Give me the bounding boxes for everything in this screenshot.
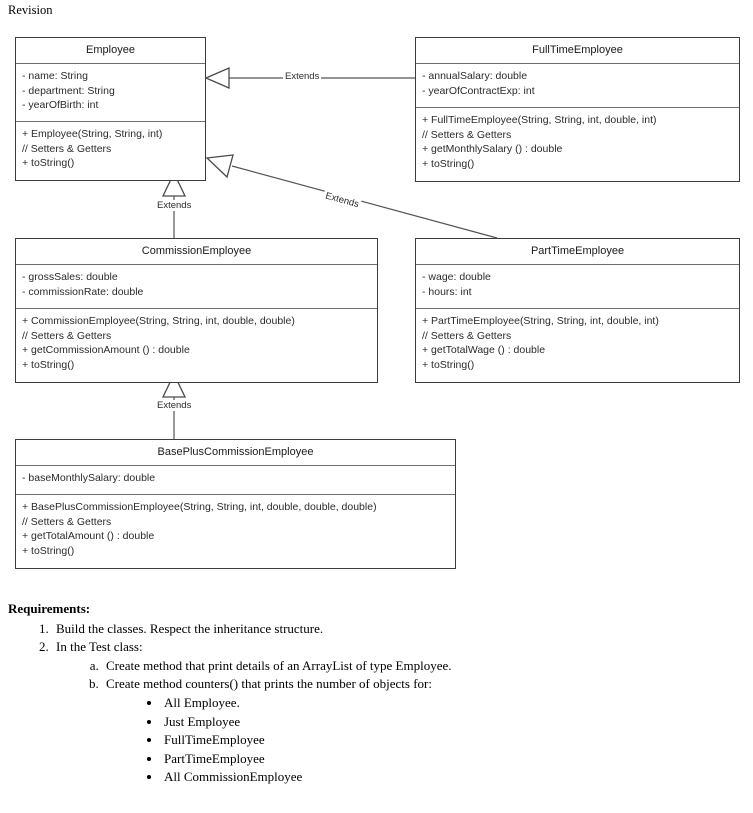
- bullet-text: All CommissionEmployee: [164, 769, 303, 785]
- requirements-sublist: Create method that print details of an A…: [56, 657, 748, 787]
- uml-operations-compartment: + FullTimeEmployee(String, String, int, …: [416, 108, 739, 181]
- requirement-text: Create method counters() that prints the…: [106, 676, 432, 692]
- uml-attribute: - grossSales: double: [22, 271, 118, 283]
- requirements-heading: Requirements:: [8, 601, 91, 616]
- uml-operation: + toString(): [22, 157, 75, 169]
- uml-attributes-compartment: - wage: double - hours: int: [416, 265, 739, 309]
- uml-attribute: - yearOfContractExp: int: [422, 84, 535, 97]
- uml-attribute: - commissionRate: double: [22, 285, 144, 298]
- uml-class-fulltimeemployee[interactable]: FullTimeEmployee - annualSalary: double …: [415, 37, 740, 182]
- uml-class-employee[interactable]: Employee - name: String - department: St…: [15, 37, 206, 181]
- uml-operation: + getTotalWage () : double: [422, 344, 546, 356]
- edge-label-extends-parttimeemployee: Extends: [322, 190, 363, 211]
- uml-operations-compartment: + PartTimeEmployee(String, String, int, …: [416, 309, 739, 382]
- uml-operations-compartment: + CommissionEmployee(String, String, int…: [16, 309, 377, 382]
- uml-operation: + FullTimeEmployee(String, String, int, …: [422, 114, 657, 126]
- uml-class-commissionemployee[interactable]: CommissionEmployee - grossSales: double …: [15, 238, 378, 383]
- requirement-text: In the Test class:: [56, 639, 143, 655]
- requirement-text: Create method that print details of an A…: [106, 657, 452, 673]
- uml-attributes-compartment: - name: String - department: String - ye…: [16, 64, 205, 122]
- requirement-text: Build the classes. Respect the inheritan…: [56, 620, 324, 636]
- list-item: All CommissionEmployee: [162, 768, 748, 787]
- requirement-item-2a: Create method that print details of an A…: [102, 657, 748, 676]
- uml-class-parttimeemployee[interactable]: PartTimeEmployee - wage: double - hours:…: [415, 238, 740, 383]
- uml-operations-compartment: + BasePlusCommissionEmployee(String, Str…: [16, 495, 455, 568]
- uml-attribute: - name: String: [22, 70, 88, 82]
- edge-label-extends-fulltimeemployee: Extends: [283, 71, 322, 82]
- uml-class-name: Employee: [16, 38, 205, 64]
- bullet-text: PartTimeEmployee: [164, 750, 265, 766]
- edge-label-extends-commissionemployee: Extends: [155, 200, 194, 211]
- requirements-list: Build the classes. Respect the inheritan…: [8, 620, 748, 787]
- list-item: Just Employee: [162, 713, 748, 732]
- uml-attribute: - baseMonthlySalary: double: [22, 472, 156, 484]
- uml-operation: + Employee(String, String, int): [22, 128, 163, 140]
- uml-class-name: CommissionEmployee: [16, 239, 377, 265]
- uml-class-basepluscommissionemployee[interactable]: BasePlusCommissionEmployee - baseMonthly…: [15, 439, 456, 569]
- uml-attribute: - department: String: [22, 84, 115, 97]
- requirements-section: Requirements: Build the classes. Respect…: [8, 600, 748, 787]
- list-item: FullTimeEmployee: [162, 731, 748, 750]
- uml-attribute: - hours: int: [422, 285, 472, 298]
- uml-operation: + PartTimeEmployee(String, String, int, …: [422, 315, 659, 327]
- uml-attribute: - annualSalary: double: [422, 70, 528, 82]
- uml-operation: + toString(): [22, 544, 75, 557]
- uml-operation: + getMonthlySalary () : double: [422, 143, 563, 155]
- bullet-text: FullTimeEmployee: [164, 732, 265, 748]
- uml-class-name: BasePlusCommissionEmployee: [16, 440, 455, 466]
- bullet-text: Just Employee: [164, 713, 241, 729]
- uml-operation: // Setters & Getters: [22, 515, 112, 528]
- bullet-text: All Employee.: [164, 694, 240, 710]
- uml-operation: // Setters & Getters: [422, 128, 512, 141]
- uml-class-name: FullTimeEmployee: [416, 38, 739, 64]
- uml-attribute: - wage: double: [422, 271, 491, 283]
- uml-operation: + CommissionEmployee(String, String, int…: [22, 315, 295, 327]
- list-item: All Employee.: [162, 694, 748, 713]
- uml-operation: + BasePlusCommissionEmployee(String, Str…: [22, 501, 377, 513]
- list-item: PartTimeEmployee: [162, 750, 748, 769]
- edge-label-extends-baseplus: Extends: [155, 400, 194, 411]
- page-title: Revision: [8, 3, 53, 17]
- uml-attributes-compartment: - annualSalary: double - yearOfContractE…: [416, 64, 739, 108]
- uml-operation: + getCommissionAmount () : double: [22, 344, 190, 356]
- uml-class-name: PartTimeEmployee: [416, 239, 739, 265]
- uml-operation: + toString(): [422, 358, 475, 371]
- requirement-item-2b: Create method counters() that prints the…: [102, 675, 748, 787]
- uml-operation: + toString(): [22, 358, 75, 371]
- counters-bullet-list: All Employee. Just Employee FullTimeEmpl…: [106, 694, 748, 787]
- uml-attributes-compartment: - grossSales: double - commissionRate: d…: [16, 265, 377, 309]
- requirement-item-2: In the Test class: Create method that pr…: [52, 638, 748, 787]
- uml-attribute: - yearOfBirth: int: [22, 99, 99, 111]
- uml-attributes-compartment: - baseMonthlySalary: double: [16, 466, 455, 495]
- uml-operation: // Setters & Getters: [22, 329, 112, 342]
- uml-operation: + toString(): [422, 157, 475, 170]
- requirement-item-1: Build the classes. Respect the inheritan…: [52, 620, 748, 639]
- uml-operation: // Setters & Getters: [22, 142, 112, 155]
- uml-operations-compartment: + Employee(String, String, int) // Sette…: [16, 122, 205, 180]
- uml-operation: + getTotalAmount () : double: [22, 530, 155, 542]
- uml-operation: // Setters & Getters: [422, 329, 512, 342]
